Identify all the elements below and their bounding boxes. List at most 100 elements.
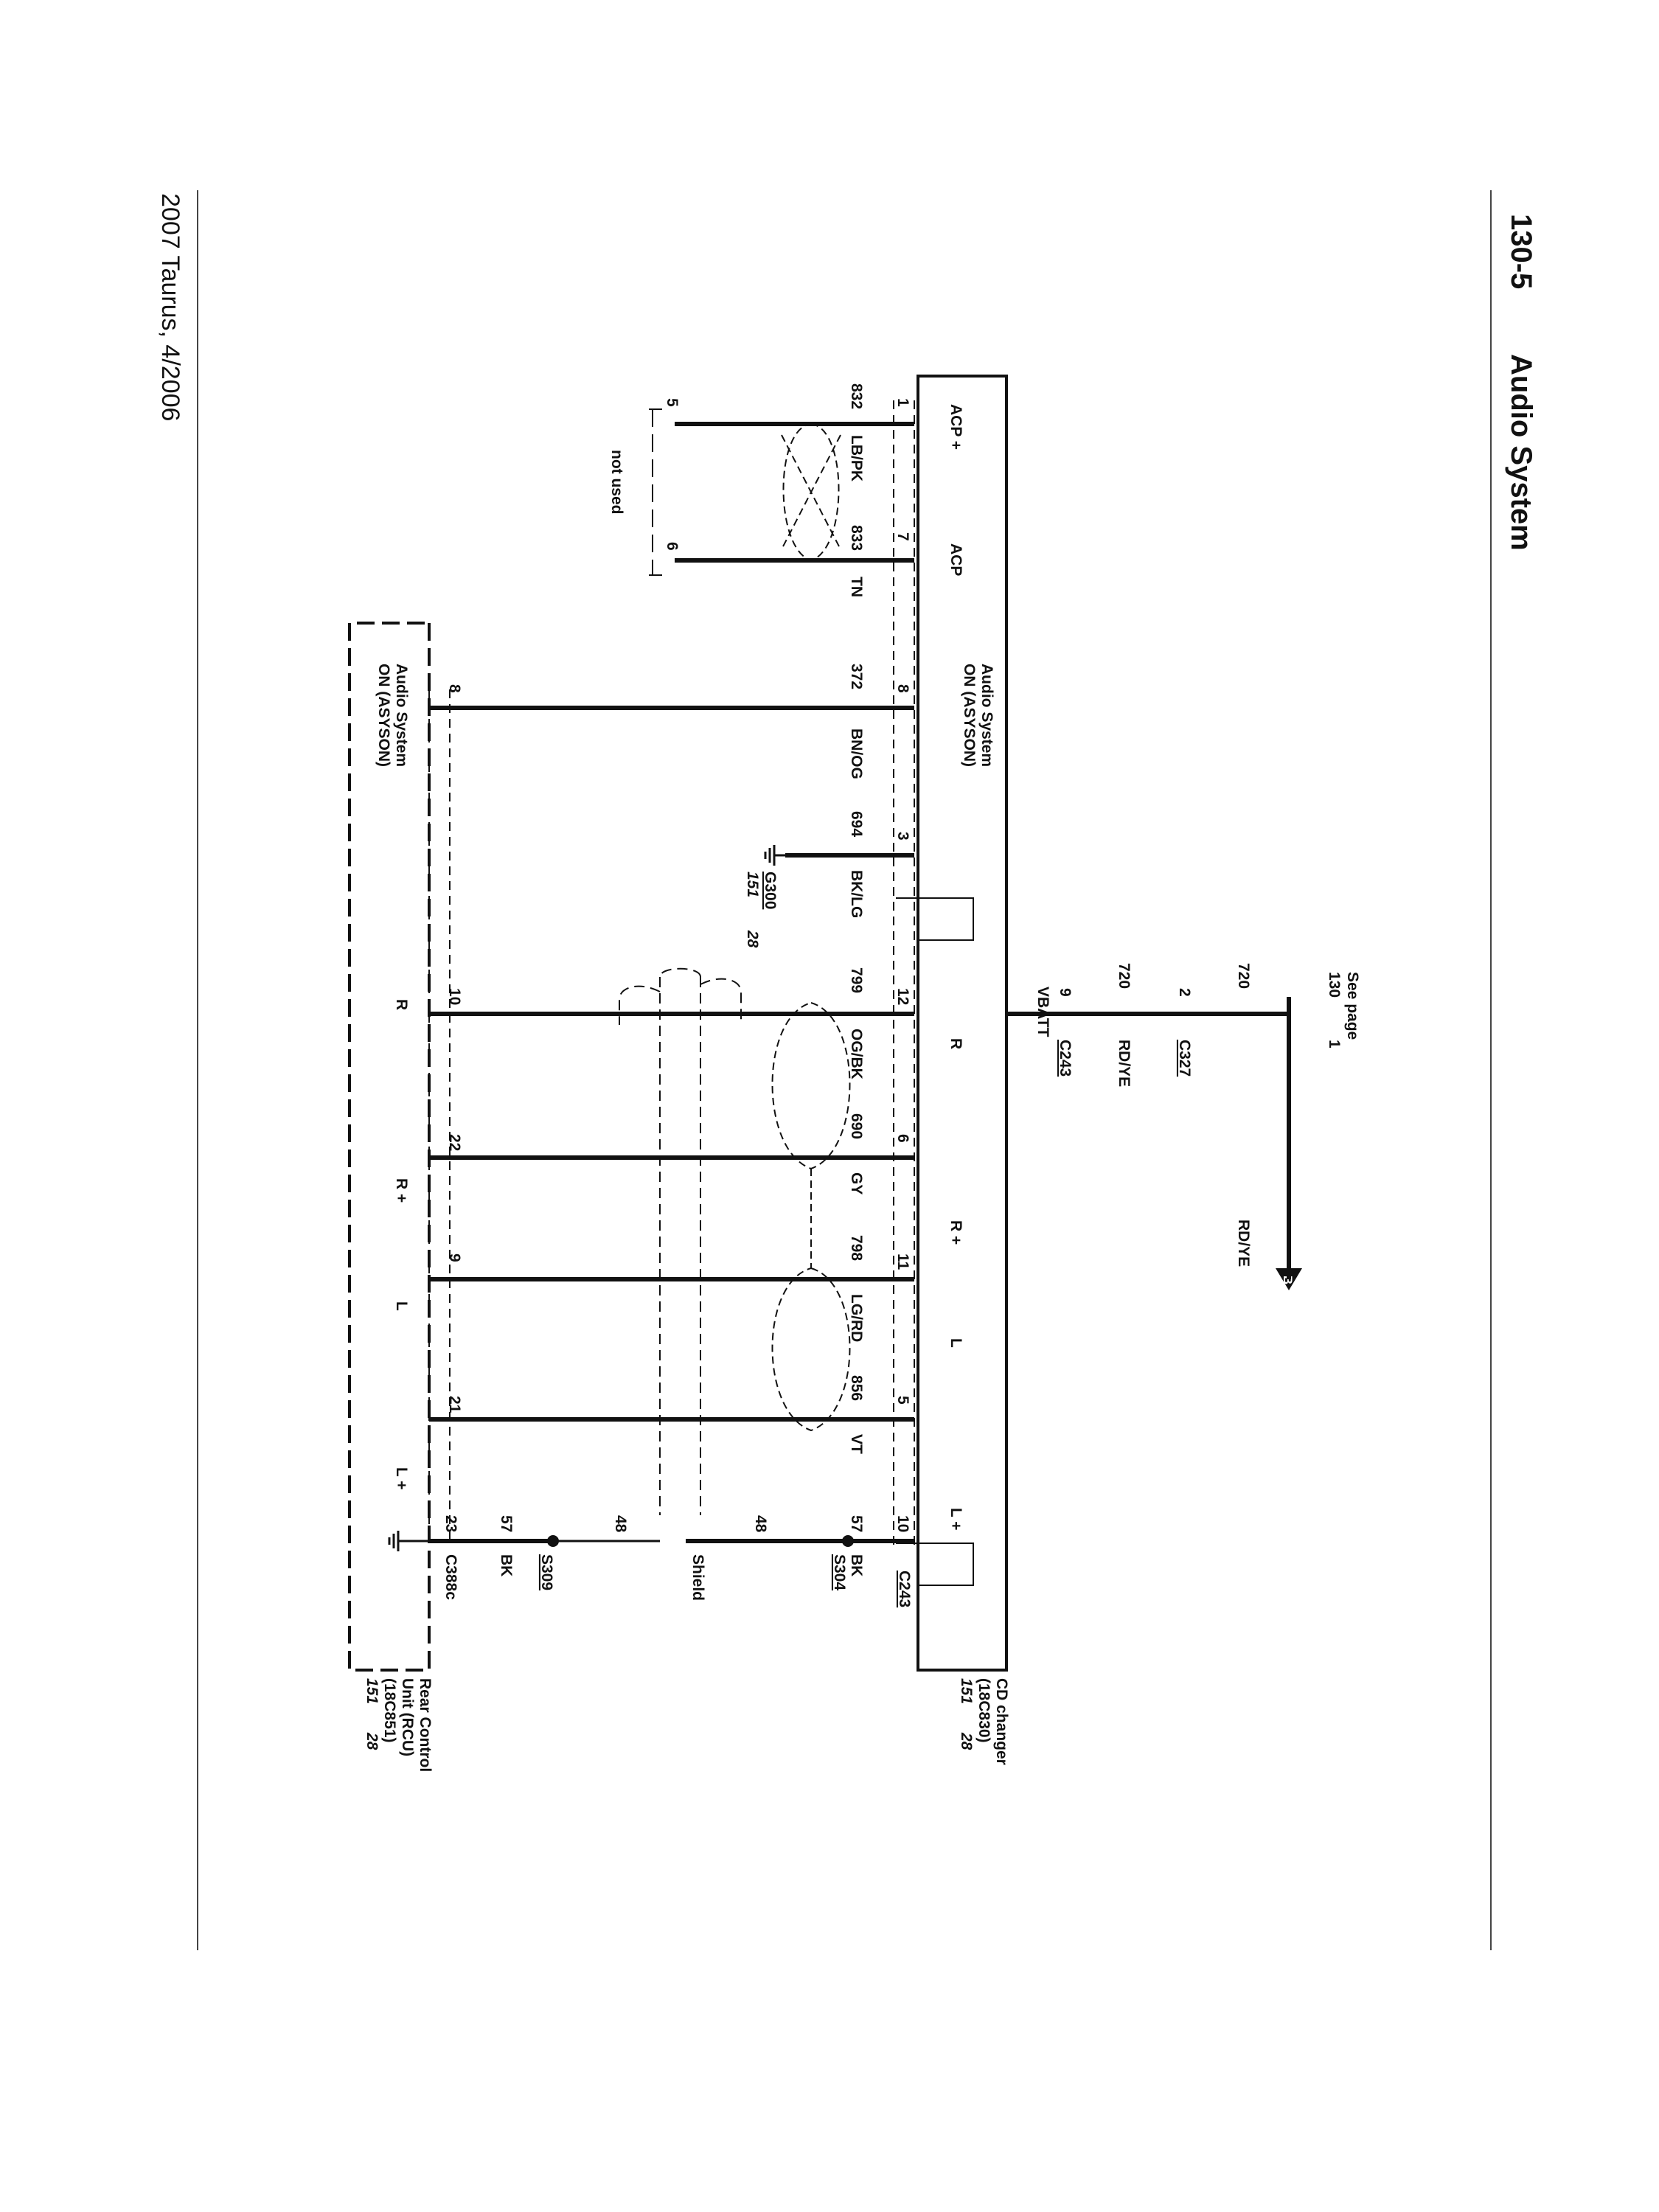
ground-name: G300 [762, 872, 779, 909]
cd-c243-label: C243 [896, 1571, 913, 1607]
ground-color: BK/LG [848, 870, 865, 918]
rcu-ground-symbol [388, 1531, 429, 1551]
power-upper-color: RD/YE [1235, 1220, 1252, 1267]
see-page-label: See page [1344, 972, 1361, 1040]
cd-changer-name-1: CD changer [993, 1678, 1010, 1765]
not-used-label: not used [608, 450, 625, 515]
rcu-func-r-plus: R + [393, 1178, 410, 1203]
audio-color-l: LG/RD [848, 1294, 865, 1342]
model-line: 2007 Taurus, 4/2006 [156, 193, 184, 421]
rcu-ref-2: 28 [364, 1732, 380, 1750]
ground-circuit: 694 [848, 811, 865, 837]
cd-ground-loop-1 [896, 897, 974, 941]
rcu-pin-asyson: 8 [446, 684, 463, 693]
shield-cd-color: BK [848, 1554, 865, 1576]
power-ref-letter: B [1281, 1276, 1295, 1284]
audio-circuit-l: 798 [848, 1235, 865, 1261]
rcu-pin-l-plus: 21 [446, 1396, 463, 1413]
power-upper-circuit: 720 [1235, 963, 1252, 989]
cd-changer-ref-2: 28 [958, 1732, 975, 1750]
acp-color-1: LB/PK [848, 435, 865, 481]
ground-pin: 3 [894, 832, 911, 841]
c327-name: C327 [1176, 1040, 1193, 1077]
ground-ref-2: 28 [744, 930, 761, 948]
cd-func-l-plus: L + [947, 1508, 964, 1531]
power-ref-number: 1 [1326, 1040, 1343, 1048]
audio-wire-group [429, 1012, 914, 1422]
page-number: 130-5 [1505, 214, 1537, 289]
cd-changer-name-2: (18C830) [975, 1678, 992, 1743]
audio-circuit-r: 799 [848, 967, 865, 993]
power-lower-color: RD/YE [1116, 1040, 1133, 1087]
asyson-pin: 8 [894, 684, 911, 693]
cd-func-asyson-1: Audio System [978, 664, 995, 767]
acp-twist-ellipse [782, 423, 840, 562]
c243-vbatt-pin: 9 [1057, 988, 1074, 997]
s309-label: S309 [538, 1554, 555, 1590]
cd-func-r: R [947, 1038, 964, 1049]
audio-pin-r: 12 [894, 988, 911, 1005]
rcu-func-l-plus: L + [393, 1467, 410, 1490]
shield-cd-circuit: 57 [848, 1515, 865, 1532]
audio-twist-l [771, 1267, 851, 1432]
audio-color-l-plus: VT [848, 1434, 865, 1454]
acp-far-pin-1: 5 [664, 398, 681, 407]
audio-circuit-r-plus: 690 [848, 1113, 865, 1139]
see-page-number: 130 [1326, 972, 1343, 998]
cd-changer-ref-1: 151 [958, 1678, 975, 1704]
shield-rcu-color: BK [498, 1554, 515, 1576]
g300-ground-symbol [764, 845, 785, 866]
cd-changer-box [917, 375, 1008, 1672]
shield-label: Shield [689, 1554, 706, 1601]
rcu-name-1: Rear Control [417, 1678, 434, 1772]
cd-func-asyson-2: ON (ASYSON) [961, 664, 978, 767]
acp-pin-2: 7 [894, 532, 911, 541]
audio-pin-l-plus: 5 [894, 1396, 911, 1405]
rcu-name-3: (18C851) [381, 1678, 398, 1743]
cd-func-r-plus: R + [947, 1220, 964, 1245]
cd-func-l: L [947, 1338, 964, 1348]
shield-rcu-circuit: 57 [498, 1515, 515, 1532]
acp-circuit-2: 833 [848, 525, 865, 551]
audio-circuit-l-plus: 856 [848, 1375, 865, 1401]
cd-func-acp-plus: ACP + [947, 404, 964, 450]
acp-circuit-1: 832 [848, 383, 865, 409]
audio-pin-l: 11 [894, 1253, 911, 1270]
acp-pin-1: 1 [894, 398, 911, 407]
rcu-func-asyson-1: Audio System [393, 664, 410, 767]
shield-loop-inner [619, 978, 742, 1025]
shield-cd-pin: 10 [894, 1515, 911, 1532]
audio-pin-r-plus: 6 [894, 1134, 911, 1143]
rcu-func-l: L [393, 1301, 410, 1311]
shield-drain-lower: 48 [612, 1515, 629, 1533]
asyson-circuit: 372 [848, 664, 865, 689]
acp-far-pin-2: 6 [664, 542, 681, 551]
audio-twist-r [771, 1002, 851, 1170]
power-lower-circuit: 720 [1116, 963, 1133, 989]
rcu-name-2: Unit (RCU) [399, 1678, 416, 1756]
cd-func-acp-minus: ACP [947, 543, 964, 576]
c327-pin: 2 [1176, 988, 1193, 997]
s304-label: S304 [831, 1554, 848, 1590]
shield-loop-outer [659, 967, 701, 1515]
rcu-func-r: R [393, 999, 410, 1010]
rcu-box [348, 622, 431, 1672]
rcu-func-asyson-2: ON (ASYSON) [375, 664, 392, 767]
rcu-pin-l: 9 [446, 1253, 463, 1262]
cd-ground-loop-2 [896, 1543, 974, 1586]
acp-twist-cross [781, 434, 841, 550]
shield-drain-upper: 48 [752, 1515, 769, 1533]
acp-color-2: TN [848, 577, 865, 597]
rcu-connector-label: C388c [442, 1554, 459, 1600]
asyson-color: BN/OG [848, 728, 865, 779]
c243-vbatt-name: C243 [1057, 1040, 1074, 1077]
rcu-pin-r: 10 [446, 988, 463, 1005]
rcu-pin-r-plus: 22 [446, 1134, 463, 1151]
rcu-ref-1: 151 [364, 1678, 380, 1704]
page-title: Audio System [1505, 354, 1537, 551]
audio-color-r-plus: GY [848, 1172, 865, 1194]
audio-color-r: OG/BK [848, 1029, 865, 1079]
shield-rcu-pin: 23 [442, 1515, 459, 1532]
